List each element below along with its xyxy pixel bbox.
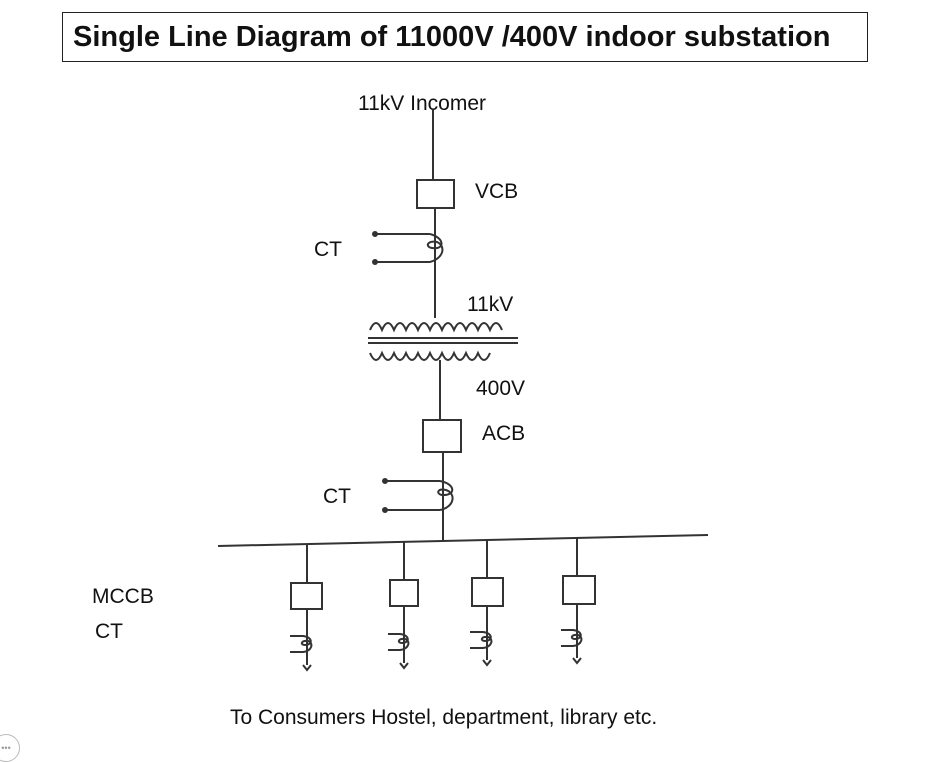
- consumers-caption: To Consumers Hostel, department, library…: [230, 706, 658, 729]
- vcb-breaker: [416, 179, 455, 209]
- incomer-label: 11kV Incomer: [358, 92, 486, 115]
- feeder-2: [388, 542, 419, 670]
- lv-voltage-label: 400V: [476, 377, 526, 400]
- mccb-breaker: [290, 582, 323, 610]
- ct-feeder-symbol: [470, 631, 493, 649]
- ct-mid-symbol: [382, 478, 454, 513]
- ct-top-label: CT: [314, 238, 342, 261]
- ct-mid-label: CT: [323, 485, 351, 508]
- feeder-3: [470, 540, 504, 667]
- vcb-label: VCB: [475, 180, 519, 203]
- ct-feeder-symbol: [388, 633, 410, 651]
- hv-winding: [369, 322, 503, 333]
- ct-feeder-symbol: [561, 629, 583, 647]
- mccb-breaker: [389, 579, 419, 607]
- mccb-label: MCCB: [92, 585, 154, 608]
- mccb-breaker: [562, 575, 596, 605]
- feeder-1: [290, 544, 323, 672]
- ct-feeder-symbol: [290, 635, 313, 653]
- ct-feeders-label: CT: [95, 620, 123, 643]
- lv-winding: [369, 350, 491, 361]
- acb-breaker: [422, 419, 462, 453]
- mccb-breaker: [471, 577, 504, 607]
- ct-top-symbol: [372, 231, 444, 265]
- diagram-title: Single Line Diagram of 11000V /400V indo…: [73, 21, 831, 53]
- feeder-4: [561, 538, 596, 665]
- title-box: Single Line Diagram of 11000V /400V indo…: [62, 12, 868, 62]
- acb-label: ACB: [482, 422, 526, 445]
- hv-voltage-label: 11kV: [467, 293, 514, 316]
- lv-busbar: [217, 534, 709, 547]
- transformer-symbol: [368, 322, 518, 361]
